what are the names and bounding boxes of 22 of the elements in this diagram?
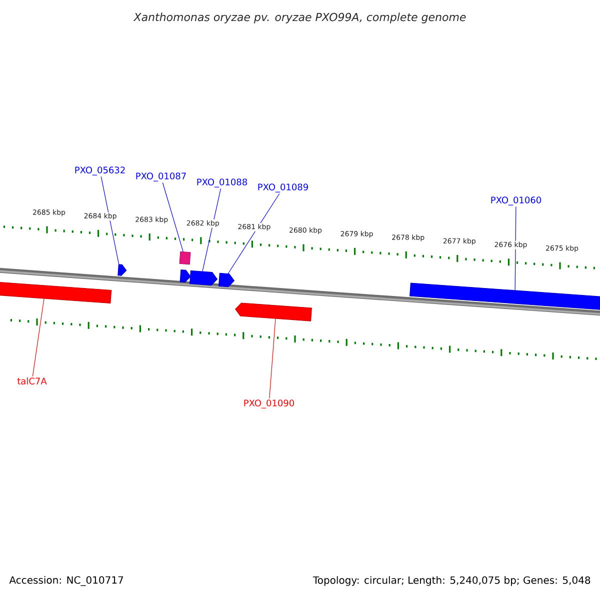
gene-label: PXO_05632 <box>75 166 125 176</box>
gene-label: PXO_01089 <box>258 184 308 192</box>
gene-feature <box>235 302 312 322</box>
gene-feature <box>118 264 127 276</box>
title: Xanthomonas oryzae pv. oryzae PXO99A, complete genome <box>133 12 466 24</box>
leader-line <box>202 188 222 272</box>
footer-text: Topology: circular; Length: 5,240,075 bp; Genes: 5,048 <box>312 576 590 586</box>
leader-line <box>228 193 280 274</box>
leader-line <box>269 318 276 399</box>
leader-line <box>100 176 120 264</box>
leader-line <box>162 182 184 252</box>
gene-bar <box>409 282 600 312</box>
leader-line <box>32 298 44 377</box>
gene-label: PXO_01090 <box>244 400 294 408</box>
leader-line <box>514 206 516 290</box>
footer-text: Accession: NC_010717 <box>9 576 124 586</box>
gene-box <box>179 251 191 265</box>
gene-label: talC7A <box>17 378 47 384</box>
gene-feature <box>180 270 191 282</box>
gene-label: PXO_01060 <box>491 196 542 206</box>
gene-label: PXO_01087 <box>136 172 186 182</box>
gene-label: PXO_01088 <box>197 178 247 188</box>
